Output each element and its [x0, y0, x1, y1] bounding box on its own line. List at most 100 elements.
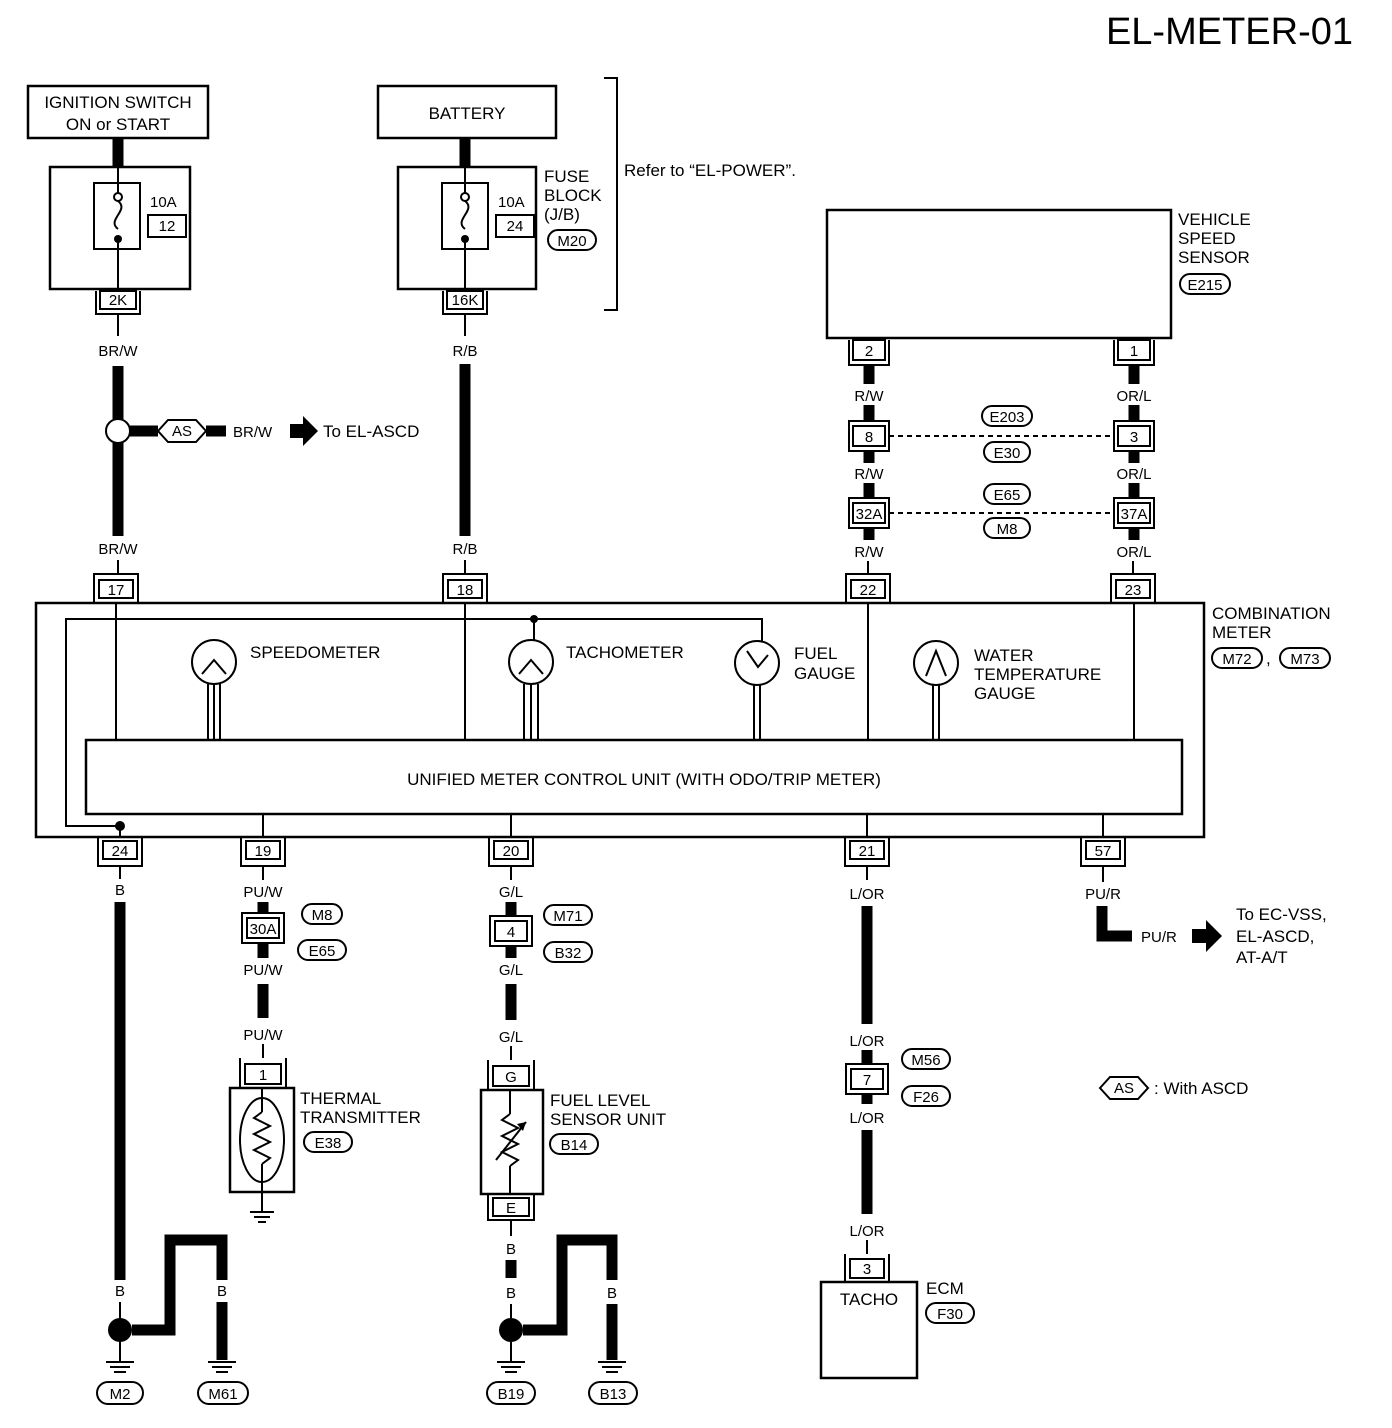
water-temp-label-2: TEMPERATURE	[974, 665, 1101, 684]
svg-text:3: 3	[863, 1261, 871, 1278]
wire-label-b-b13-2: B	[607, 1285, 617, 1302]
wire-label-lor-3: L/OR	[849, 1110, 884, 1127]
vss-pin-2: 2	[848, 339, 890, 366]
svg-text:THERMAL: THERMAL	[300, 1089, 381, 1108]
wire-label-orl-2: OR/L	[1116, 466, 1151, 483]
svg-text:ON or START: ON or START	[66, 115, 170, 134]
meter-pin-24: 24	[97, 837, 143, 867]
svg-text:M8: M8	[997, 521, 1018, 538]
speedometer-label: SPEEDOMETER	[250, 643, 380, 662]
svg-text:METER: METER	[1212, 623, 1272, 642]
ground-junction-b19	[499, 1318, 523, 1342]
svg-text:SENSOR: SENSOR	[1178, 248, 1250, 267]
fuel-gauge-label-2: GAUGE	[794, 664, 855, 683]
svg-text:B32: B32	[555, 945, 582, 962]
svg-text:F30: F30	[937, 1306, 963, 1323]
svg-text:B14: B14	[561, 1137, 588, 1154]
svg-text:2K: 2K	[109, 292, 127, 309]
wire-label-b-m61: B	[165, 1283, 175, 1300]
wire-label-rw-2: R/W	[854, 466, 884, 483]
ascd-legend: AS : With ASCD	[1098, 1076, 1248, 1100]
speedometer-icon	[191, 639, 237, 740]
svg-text:SENSOR UNIT: SENSOR UNIT	[550, 1110, 666, 1129]
svg-text:M71: M71	[553, 908, 582, 925]
wire-label-lor-2: L/OR	[849, 1033, 884, 1050]
meter-pin-19: 19	[240, 837, 286, 867]
wire-label-b-fuel-2: B	[506, 1285, 516, 1302]
wire-label-orl-3: OR/L	[1116, 544, 1151, 561]
connector-30a: 30A	[241, 912, 285, 944]
fuse-block-label: FUSE BLOCK (J/B) M20	[544, 167, 602, 251]
fuel-gauge-label-1: FUEL	[794, 644, 837, 663]
ascd-branch: AS BR/W To EL-ASCD	[130, 416, 419, 446]
meter-pin-21: 21	[844, 837, 890, 867]
wire-label-lor-1: L/OR	[849, 886, 884, 903]
wire-label-brw-1: BR/W	[98, 343, 138, 360]
wire-label-b-m2: B	[115, 1283, 125, 1300]
unified-meter-control-unit	[84, 738, 1184, 816]
svg-text:Refer to “EL-POWER”.: Refer to “EL-POWER”.	[624, 161, 796, 180]
svg-text:B19: B19	[498, 1386, 525, 1403]
wire-label-rw-1: R/W	[854, 388, 884, 405]
svg-text:FUSE: FUSE	[544, 167, 589, 186]
wire-label-pur-2: PU/R	[1141, 929, 1177, 946]
connector-37a: 37A	[1113, 497, 1155, 529]
to-ec-vss-label: To EC-VSS, EL-ASCD, AT-A/T	[1236, 905, 1327, 967]
fuel-level-sensor-label: FUEL LEVEL SENSOR UNIT B14	[549, 1091, 666, 1155]
battery-box: BATTERY	[376, 84, 558, 140]
connector-16k: 16K	[442, 290, 488, 315]
svg-text:G: G	[505, 1069, 517, 1086]
connector-tag-e203: E203	[981, 405, 1033, 427]
wire-label-rw-3: R/W	[854, 544, 884, 561]
svg-text:FUEL LEVEL: FUEL LEVEL	[550, 1091, 650, 1110]
svg-text:AT-A/T: AT-A/T	[1236, 948, 1288, 967]
wire-label-lor-4: L/OR	[849, 1223, 884, 1240]
svg-text:E38: E38	[315, 1135, 342, 1152]
connector-4: 4	[489, 915, 533, 947]
connector-7: 7	[845, 1063, 889, 1095]
unified-unit-label: UNIFIED METER CONTROL UNIT (WITH ODO/TRI…	[407, 770, 881, 789]
meter-pin-57: 57	[1080, 837, 1126, 867]
connector-tag-e65: E65	[983, 483, 1031, 505]
ground-symbol-m2: M2	[96, 1342, 144, 1405]
svg-text:8: 8	[865, 429, 873, 446]
vss-pin-1: 1	[1113, 339, 1155, 366]
wire-label-orl-1: OR/L	[1116, 388, 1151, 405]
svg-text:3: 3	[1130, 429, 1138, 446]
svg-text:BLOCK: BLOCK	[544, 186, 602, 205]
ecm-label: ECM F30	[925, 1279, 975, 1324]
svg-text:ECM: ECM	[926, 1279, 964, 1298]
fuse-1-number: 12	[159, 218, 176, 235]
svg-text:EL-ASCD,: EL-ASCD,	[1236, 927, 1314, 946]
ground-junction-m2	[108, 1318, 132, 1342]
combination-meter: 17 18 22 23	[34, 573, 1206, 867]
wire-label-b-b13-1: B	[557, 1285, 567, 1302]
svg-text:32A: 32A	[856, 506, 883, 523]
connector-tag-b32: B32	[543, 941, 593, 963]
water-temp-label-3: GAUGE	[974, 684, 1035, 703]
ground-symbol-b19: B19	[486, 1342, 536, 1405]
svg-text:30A: 30A	[250, 921, 277, 938]
wire-label-pur-1: PU/R	[1085, 886, 1121, 903]
connector-3: 3	[1113, 420, 1155, 452]
svg-text:1: 1	[259, 1067, 267, 1084]
connector-32a: 32A	[848, 497, 890, 529]
svg-text:M20: M20	[557, 233, 586, 250]
ground-symbol-b13: B13	[588, 1361, 638, 1405]
ecm-tacho-terminal: TACHO	[840, 1290, 898, 1309]
svg-text:TRANSMITTER: TRANSMITTER	[300, 1108, 421, 1127]
wire-label-gl-2: G/L	[499, 962, 523, 979]
meter-pin-17: 17	[93, 573, 139, 603]
wire-label-rb-2: R/B	[452, 541, 477, 558]
svg-text:BATTERY: BATTERY	[429, 104, 506, 123]
thermal-transmitter-label: THERMAL TRANSMITTER E38	[300, 1089, 421, 1153]
wire-label-gl-1: G/L	[499, 884, 523, 901]
refer-bracket: Refer to “EL-POWER”.	[604, 77, 796, 311]
svg-text:4: 4	[507, 924, 515, 941]
svg-text:2: 2	[865, 343, 873, 360]
svg-text:1: 1	[1130, 343, 1138, 360]
svg-text:17: 17	[108, 582, 125, 599]
meter-pin-18: 18	[442, 573, 488, 603]
svg-text:23: 23	[1125, 582, 1142, 599]
